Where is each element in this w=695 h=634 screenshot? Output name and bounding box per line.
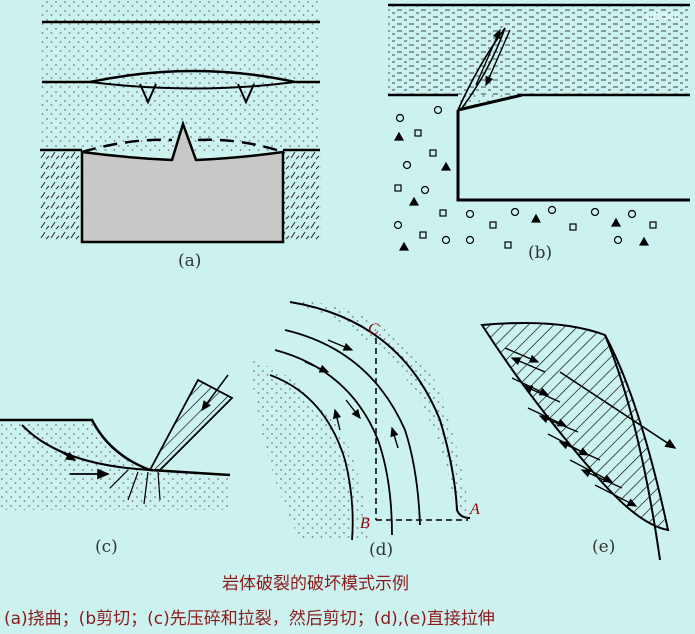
panel-c-fractured-column	[148, 378, 234, 471]
panel-e-hatched-wedge	[480, 322, 670, 532]
panel-c-label: (c)	[95, 537, 118, 557]
panel-a-excavation-block	[80, 120, 285, 244]
figure-title: 岩体破裂的破坏模式示例	[222, 574, 409, 594]
panel-a-dashed-roof	[81, 138, 173, 154]
panel-b-shear-crack	[457, 27, 506, 111]
panel-b-shear-arrow-down	[485, 29, 511, 87]
panel-d-point-c: C	[368, 321, 379, 338]
panel-e-slope-line	[604, 334, 661, 561]
panel-d-layer-3	[269, 374, 354, 541]
panel-e-tension-arrows	[504, 347, 638, 507]
panel-d-arrow-3	[345, 399, 361, 420]
panel-c-tension-arrow	[201, 374, 229, 412]
panel-d-direct-tension: C B A (d)	[250, 300, 480, 560]
panel-b-wedge-fill	[458, 95, 690, 110]
panel-a-flexure: (a)	[40, 0, 321, 271]
panel-d-arrow-4	[390, 426, 399, 449]
panel-a-wall-rock-right	[283, 150, 321, 242]
figure-caption: (a)挠曲；(b剪切；(c)先压碎和拉裂，然后剪切；(d),(e)直接拉伸	[4, 609, 495, 629]
panel-a-sand-layer-1	[40, 0, 320, 82]
panel-d-arrow-2	[304, 361, 330, 373]
panel-e-main-arrow	[559, 371, 677, 449]
panel-a-bedding-line-2	[42, 69, 320, 84]
watermark: udocc	[645, 9, 681, 23]
panel-b-shear-arrow-up	[475, 28, 501, 86]
panel-b-sheared-wedge	[457, 93, 523, 112]
panel-b-overburden	[388, 5, 688, 95]
panel-a-tension-crack-right	[237, 83, 255, 105]
panel-a-tension-crack-left	[139, 83, 157, 105]
panel-a-label: (a)	[178, 251, 201, 271]
panel-a-sagging-lens	[89, 81, 296, 90]
panel-c-crush-and-shear: (c)	[0, 374, 234, 557]
panel-d-arrow-1	[327, 339, 354, 351]
panel-b-label: (b)	[528, 243, 552, 263]
panel-e-label: (e)	[592, 537, 615, 557]
panel-d-dotted-mass	[250, 360, 370, 540]
panel-e-direct-tension: (e)	[480, 322, 677, 561]
panel-b-opening	[456, 110, 690, 202]
panel-d-arrow-5	[332, 408, 342, 431]
panel-a-wall-rock-left	[40, 150, 82, 242]
panel-d-label: (d)	[369, 540, 393, 560]
panel-d-outer-surface	[289, 301, 471, 519]
panel-d-point-a: A	[469, 501, 480, 518]
panel-d-layer-1	[284, 329, 421, 526]
panel-b-gravel-symbols	[393, 105, 657, 251]
panel-a-dashed-roof-right	[197, 138, 284, 154]
panel-b-shear: (b) udocc	[388, 3, 690, 263]
panel-c-shear-arrow	[39, 439, 77, 461]
panel-b-gravel-left	[388, 95, 458, 260]
panel-c-crush-fractures	[109, 469, 161, 505]
panel-c-rock-mass	[0, 420, 230, 510]
panel-d-point-b: B	[360, 515, 370, 532]
